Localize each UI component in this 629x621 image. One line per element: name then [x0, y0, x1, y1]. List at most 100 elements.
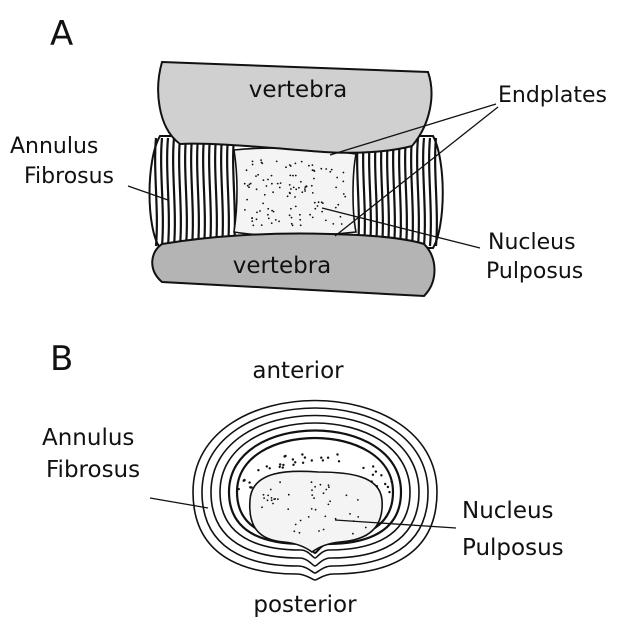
stipple-dot: [328, 486, 330, 488]
stipple-dot: [322, 459, 324, 461]
stipple-dot: [263, 494, 265, 496]
stipple-dot: [266, 465, 268, 467]
panel-a: A vertebra vertebra Endplates Annulus Fi…: [10, 14, 607, 296]
stipple-dot: [295, 175, 297, 177]
stipple-dot: [271, 499, 273, 501]
endplates-label: Endplates: [498, 83, 607, 108]
stipple-dot: [295, 524, 297, 526]
stipple-dot: [292, 458, 294, 460]
stipple-dot: [271, 183, 273, 185]
stipple-dot: [270, 489, 272, 491]
stipple-dot: [335, 207, 337, 209]
stipple-dot: [349, 513, 351, 515]
annulus-label-a-line1: Annulus: [10, 134, 98, 159]
stipple-dot: [324, 516, 326, 518]
vertebra-top-label: vertebra: [249, 77, 348, 103]
stipple-dot: [346, 494, 348, 496]
stipple-dot: [299, 219, 301, 221]
stipple-dot: [320, 484, 322, 486]
stipple-dot: [314, 486, 316, 488]
stipple-dot: [280, 182, 282, 184]
stipple-dot: [357, 516, 359, 518]
stipple-dot: [298, 187, 300, 189]
stipple-dot: [301, 191, 303, 193]
stipple-dot: [340, 216, 342, 218]
stipple-dot: [267, 214, 269, 216]
posterior-label: posterior: [253, 592, 357, 618]
stipple-dot: [282, 464, 284, 466]
stipple-dot: [261, 162, 263, 164]
stipple-dot: [315, 509, 317, 511]
stipple-dot: [271, 175, 273, 177]
stipple-dot: [295, 206, 297, 208]
stipple-dot: [289, 164, 291, 166]
stipple-dot: [338, 460, 340, 462]
anterior-label: anterior: [252, 358, 344, 384]
panel-b-letter: B: [50, 339, 73, 379]
stipple-dot: [328, 484, 330, 486]
stipple-dot: [304, 188, 306, 190]
stipple-dot: [257, 469, 259, 471]
stipple-dot: [263, 497, 265, 499]
stipple-dot: [279, 463, 281, 465]
stipple-dot: [247, 185, 249, 187]
stipple-dot: [311, 481, 313, 483]
stipple-dot: [317, 205, 319, 207]
stipple-dot: [329, 171, 331, 173]
stipple-dot: [290, 208, 292, 210]
stipple-dot: [290, 188, 292, 190]
stipple-dot: [304, 456, 306, 458]
nucleus-label-b-line2: Pulposus: [462, 535, 564, 561]
stipple-dot: [321, 211, 323, 213]
stipple-dot: [279, 466, 281, 468]
vertebra-top: [158, 62, 431, 153]
stipple-dot: [263, 179, 265, 181]
stipple-dot: [311, 508, 313, 510]
stipple-dot: [282, 466, 284, 468]
stipple-dot: [249, 184, 251, 186]
stipple-dot: [264, 194, 266, 196]
stipple-dot: [267, 208, 269, 210]
stipple-dot: [300, 520, 302, 522]
stipple-dot: [337, 204, 339, 206]
stipple-dot: [308, 516, 310, 518]
stipple-dot: [312, 169, 314, 171]
stipple-dot: [256, 188, 258, 190]
stipple-dot: [244, 183, 246, 185]
nucleus-label-b-line1: Nucleus: [462, 498, 554, 524]
stipple-dot: [375, 470, 377, 472]
stipple-dot: [255, 175, 257, 177]
stipple-dot: [289, 192, 291, 194]
stipple-dot: [294, 196, 296, 198]
stipple-dot: [248, 481, 250, 483]
stipple-dot: [342, 181, 344, 183]
stipple-dot: [314, 202, 316, 204]
stipple-dot: [323, 529, 325, 531]
stipple-dot: [313, 178, 315, 180]
stipple-dot: [321, 201, 323, 203]
stipple-dot: [288, 494, 290, 496]
stipple-dot: [388, 491, 390, 493]
annulus-label-b-line1: Annulus: [42, 425, 134, 451]
stipple-dot: [318, 530, 320, 532]
stipple-dot: [372, 474, 374, 476]
stipple-dot: [320, 457, 322, 459]
panel-b: B anterior posterior Annulus Fibrosus Nu…: [42, 339, 564, 618]
stipple-dot: [292, 175, 294, 177]
stipple-dot: [277, 183, 279, 185]
stipple-dot: [279, 187, 281, 189]
stipple-dot: [259, 210, 261, 212]
stipple-dot: [238, 488, 240, 490]
stipple-dot: [248, 186, 250, 188]
stipple-dot: [352, 533, 354, 535]
stipple-dot: [335, 187, 337, 189]
stipple-dot: [362, 467, 364, 469]
stipple-dot: [267, 179, 269, 181]
stipple-dot: [273, 211, 275, 213]
stipple-dot: [287, 195, 289, 197]
stipple-dot: [329, 500, 331, 502]
stipple-dot: [272, 503, 274, 505]
stipple-dot: [325, 168, 327, 170]
stipple-dot: [314, 208, 316, 210]
stipple-dot: [246, 199, 248, 201]
